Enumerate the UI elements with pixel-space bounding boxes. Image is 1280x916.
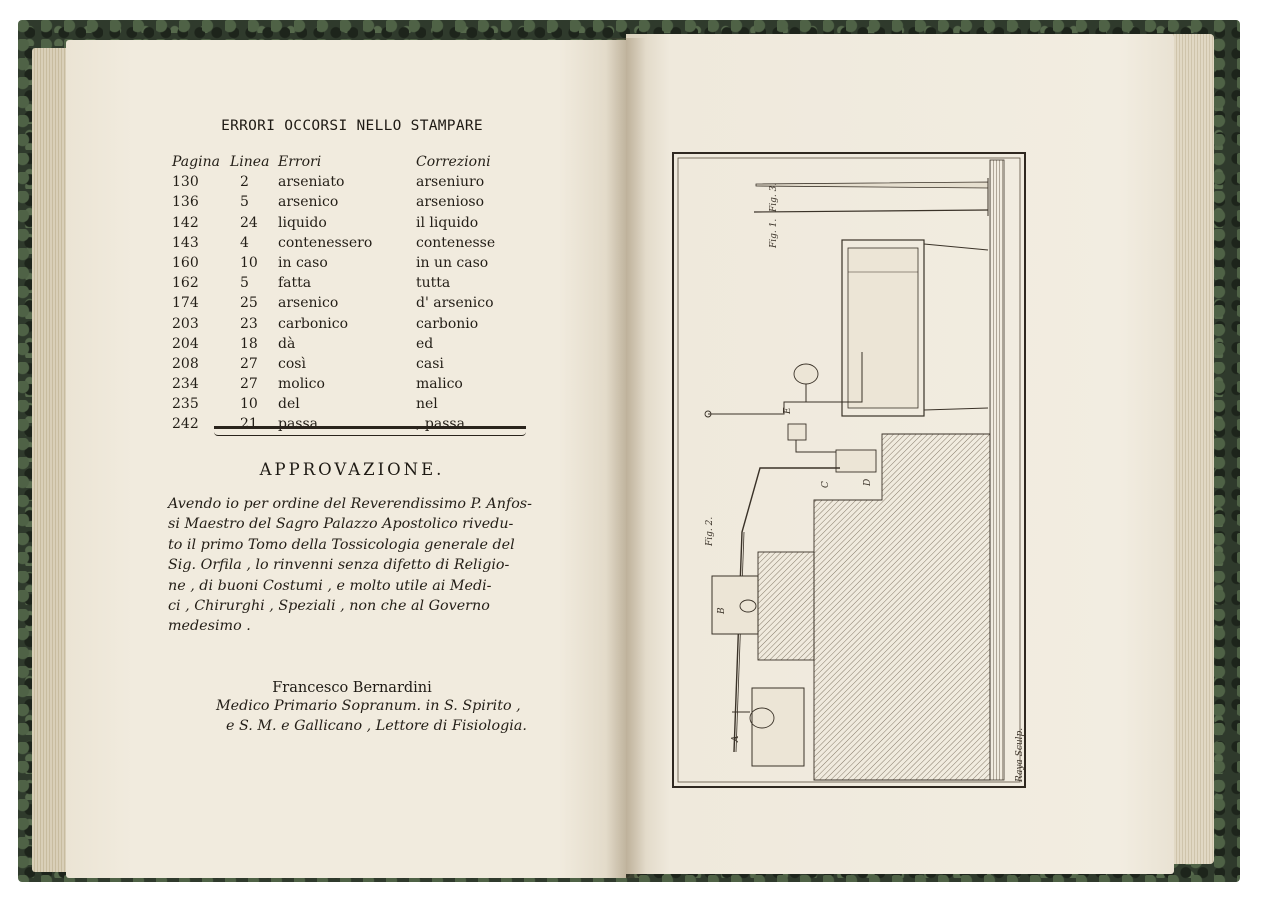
errata-correction: il liquido [416,214,479,231]
table-row: 174 25 arsenico d' arsenico [172,295,532,315]
errata-line: 5 [240,275,249,292]
errata-correction: carbonio [416,315,479,332]
table-row: 160 10 in caso in un caso [172,255,532,275]
errata-line: 4 [240,234,249,251]
errata-header-row: Pagina Linea Errori Correzioni [172,154,532,174]
plate-letter: E [783,407,793,415]
errata-page: 203 [172,315,199,332]
approvazione-line: Avendo io per ordine del Reverendissimo … [168,496,532,512]
signature-name: Francesco Bernardini [272,680,432,696]
errata-error: liquido [278,214,327,231]
errata-page: 204 [172,335,199,352]
table-row: 234 27 molico malico [172,376,532,396]
errata-line: 18 [240,335,258,352]
plate-letter: D [863,479,873,487]
table-row: 204 18 dà ed [172,336,532,356]
errata-header-linea: Linea [230,154,270,170]
errata-page: 242 [172,416,199,433]
errata-line: 24 [240,214,258,231]
errata-line: 27 [240,355,258,372]
errata-page: 174 [172,295,199,312]
errata-error: in caso [278,254,328,271]
approvazione-line: medesimo . [168,618,251,635]
errata-correction: arseniuro [416,174,485,191]
errata-correction: casi [416,355,444,372]
errata-error: fatta [278,275,312,292]
table-row: 143 4 contenessero contenesse [172,235,532,255]
errata-line: 25 [240,295,258,312]
plate-letter: C [821,481,831,488]
errata-error: del [278,396,300,413]
errata-page: 160 [172,254,199,271]
errata-table: Pagina Linea Errori Correzioni 130 2 arsen… [172,154,532,437]
errata-page: 130 [172,174,199,191]
errata-line: 5 [240,194,249,211]
errata-line: 2 [240,174,249,191]
table-row: 235 10 del nel [172,396,532,416]
errata-header-correzioni: Correzioni [416,154,491,170]
left-page [66,40,626,878]
errata-error: dà [278,335,296,352]
errata-page: 143 [172,234,199,251]
errata-correction: d' arsenico [416,295,494,312]
table-row: 136 5 arsenico arsenioso [172,194,532,214]
errata-line: 10 [240,396,258,413]
errata-header-pagina: Pagina [172,154,220,170]
signature-title-line2: e S. M. e Gallicano , Lettore di Fisiolo… [226,718,527,734]
errata-error: così [278,355,306,372]
table-row: 130 2 arseniato arseniuro [172,174,532,194]
engraved-plate: Fig. 1. Fig. 3. Fig. 2. Raya Sculp. A B … [672,152,1026,788]
errata-correction: tutta [416,275,451,292]
errata-error: molico [278,376,325,393]
signature-title-line1: Medico Primario Sopranum. in S. Spirito … [216,698,521,714]
errata-error: arseniato [278,174,345,191]
approvazione-line: si Maestro del Sagro Palazzo Apostolico … [168,516,514,533]
errata-line: 10 [240,254,258,271]
errata-error: contenessero [278,234,373,251]
apparatus-illustration: Fig. 1. Fig. 3. Fig. 2. Raya Sculp. A B … [672,152,1026,788]
plate-label-fig1: Fig. 1. [769,219,779,249]
plate-letter: B [717,607,727,615]
table-row: 162 5 fatta tutta [172,275,532,295]
approvazione-title: APPROVAZIONE. [259,460,445,479]
errata-page: 208 [172,355,199,372]
approvazione-body: Avendo io per ordine del Reverendissimo … [168,494,572,637]
table-row: 203 23 carbonico carbonio [172,316,532,336]
errata-error: carbonico [278,315,349,332]
plate-label-engraver: Raya Sculp. [1015,728,1025,783]
errata-error: arsenico [278,194,339,211]
plate-letter: A [731,735,741,743]
errata-page: 235 [172,396,199,413]
book-gutter [606,38,646,878]
page-edges-left [32,48,72,872]
errata-line: 23 [240,315,258,332]
approvazione-line: to il primo Tomo della Tossicologia gene… [168,536,515,553]
errata-error: arsenico [278,295,339,312]
approvazione-line: ne , di buoni Costumi , e molto utile ai… [168,577,492,594]
errata-correction: malico [416,376,463,393]
approvazione-line: ci , Chirurghi , Speziali , non che al G… [168,598,490,615]
errata-header-errori: Errori [278,154,322,170]
errata-page: 162 [172,275,199,292]
decorative-rule [214,426,526,436]
errata-correction: arsenioso [416,194,485,211]
page-edges-right [1168,34,1214,864]
errata-heading: ERRORI OCCORSI NELLO STAMPARE [221,118,483,134]
errata-correction: contenesse [416,234,496,251]
errata-page: 234 [172,376,199,393]
errata-correction: in un caso [416,254,489,271]
table-row: 208 27 così casi [172,356,532,376]
plate-label-fig3: Fig. 3. [769,183,779,213]
approvazione-line: Sig. Orfila , lo rinvenni senza difetto … [168,557,510,574]
table-row: 142 24 liquido il liquido [172,215,532,235]
errata-line: 27 [240,376,258,393]
errata-correction: ed [416,335,434,352]
errata-correction: nel [416,396,438,413]
errata-page: 136 [172,194,199,211]
errata-page: 142 [172,214,199,231]
plate-label-fig2: Fig. 2. [705,517,715,547]
